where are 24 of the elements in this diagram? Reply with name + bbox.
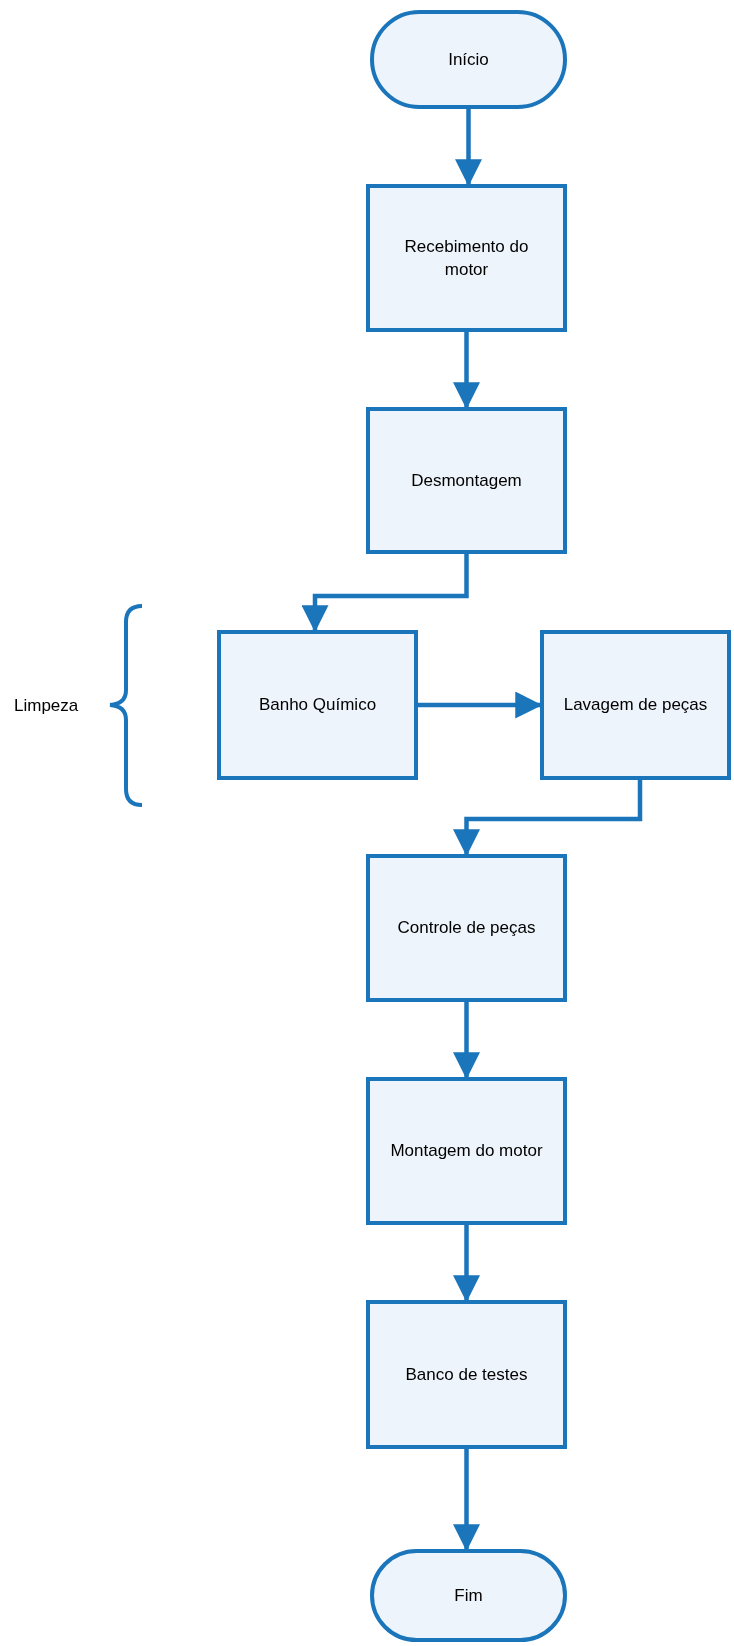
process-box <box>366 1077 567 1225</box>
node-label: Desmontagem <box>411 469 522 492</box>
node-label: Lavagem de peças <box>563 694 708 717</box>
process-box <box>540 630 731 780</box>
node-label: Banho Químico <box>258 694 377 717</box>
arrow <box>301 554 469 633</box>
arrow <box>453 1225 480 1303</box>
node-label: Fim <box>454 1584 483 1607</box>
process-box <box>366 184 567 332</box>
arrow <box>453 780 643 857</box>
process-box <box>366 854 567 1002</box>
arrow <box>453 1449 480 1552</box>
arrow <box>453 332 480 410</box>
process-box <box>366 407 567 554</box>
process-box <box>366 1300 567 1449</box>
node-label: Montagem do motor <box>390 1140 543 1163</box>
node-label: Início <box>448 48 489 71</box>
group-label: Limpeza <box>14 695 79 717</box>
node-label: Banco de testes <box>405 1363 528 1386</box>
process-box <box>217 630 418 780</box>
node-label: Controle de peças <box>397 917 536 940</box>
arrow <box>455 109 482 187</box>
node-label: Recebimento do motor <box>403 235 530 281</box>
arrow <box>453 1002 480 1080</box>
